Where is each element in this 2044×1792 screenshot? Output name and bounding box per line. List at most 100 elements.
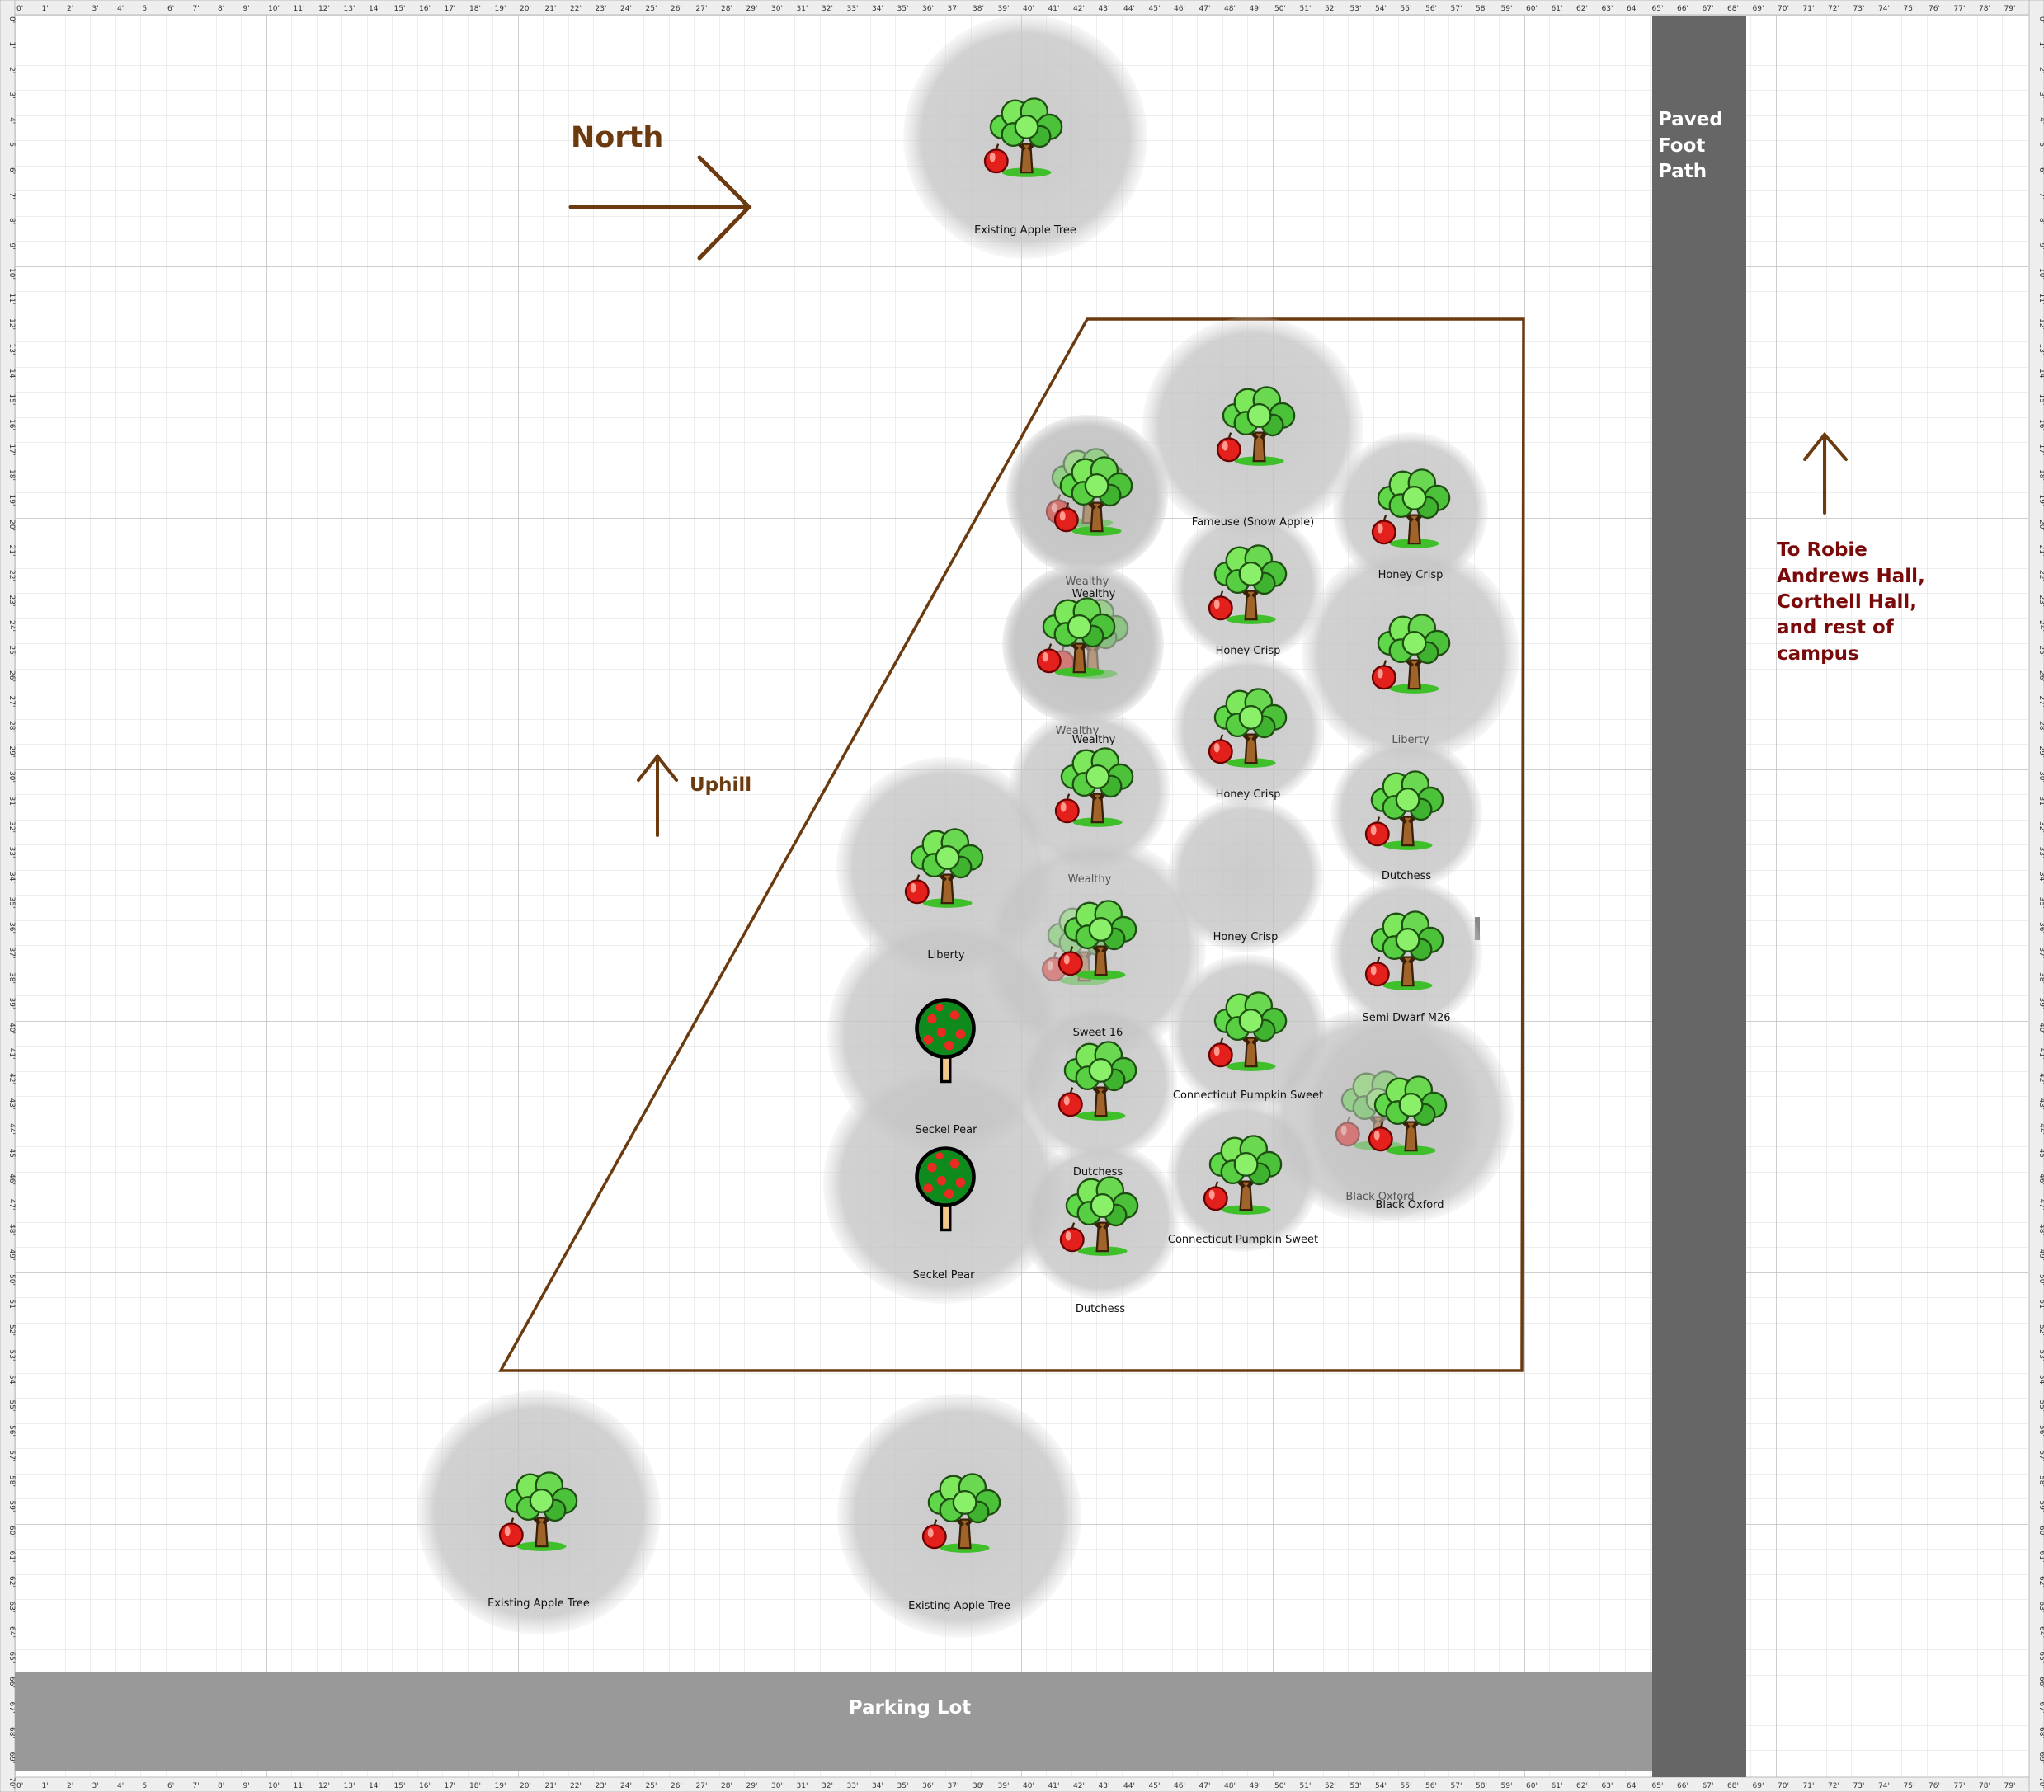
ruler-tick-label: 2' [7,67,16,73]
ruler-tick-label: 61' [1552,1782,1563,1790]
ruler-tick-label: 42' [2037,1073,2044,1084]
ruler-tick-label: 29' [746,5,758,13]
ruler-tick-label: 20' [520,5,531,13]
ruler-tick-label: 9' [2037,243,2044,250]
ruler-tick-label: 29' [746,1782,758,1790]
ruler-tick-label: 49' [1250,1782,1261,1790]
ruler-tick-label: 39' [998,5,1010,13]
ruler-tick-label: 67' [7,1702,16,1714]
tree-label: Connecticut Pumpkin Sweet [1173,1089,1323,1102]
ruler-tick-label: 75' [1904,1782,1915,1790]
ruler-tick-label: 12' [318,5,330,13]
tree-label: Black Oxford [1345,1191,1414,1203]
ruler-tick-label: 37' [948,5,959,13]
ruler-tick-label: 54' [1375,5,1387,13]
ruler-tick-label: 45' [1149,5,1161,13]
ruler-tick-label: 62' [1576,1782,1588,1790]
ruler-tick-label: 6' [167,5,174,13]
ruler-tick-label: 59' [2037,1501,2044,1512]
ruler-tick-label: 9' [243,5,250,13]
ruler-tick-label: 52' [1325,5,1336,13]
ruler-tick-label: 9' [243,1782,250,1790]
ruler-tick-label: 52' [1325,1782,1336,1790]
ruler-tick-label: 20' [520,1782,531,1790]
tree-label: Existing Apple Tree [487,1597,590,1610]
ruler-tick-label: 58' [1476,1782,1487,1790]
ruler-tick-label: 73' [1853,5,1865,13]
ruler-tick-label: 20' [7,520,16,531]
ruler-tick-label: 48' [1224,1782,1236,1790]
ruler-tick-label: 33' [2037,847,2044,858]
ruler-tick-label: 32' [2037,821,2044,833]
ruler-tick-label: 18' [2037,469,2044,481]
ruler-tick-label: 38' [973,5,984,13]
svg-text:campus: campus [1777,643,1859,665]
ruler-tick-label: 43' [1099,1782,1110,1790]
ruler-tick-label: 66' [1677,1782,1688,1790]
tree-canopy [1168,797,1323,952]
ruler-bottom: 0'1'2'3'4'5'6'7'8'9'10'11'12'13'14'15'16… [0,1776,2044,1792]
ruler-tick-label: 11' [7,294,16,305]
ruler-tick-label: 36' [2037,922,2044,934]
ruler-tick-label: 34' [872,1782,883,1790]
ruler-tick-label: 30' [2037,771,2044,783]
tree-label: Wealthy [1066,576,1109,588]
ruler-tick-label: 3' [92,1782,99,1790]
ruler-tick-label: 26' [7,670,16,682]
ruler-tick-label: 41' [7,1048,16,1060]
parking-lot-label: Parking Lot [849,1697,972,1719]
ruler-tick-label: 50' [7,1274,16,1286]
ruler-tick-label: 6' [167,1782,174,1790]
ruler-tick-label: 17' [7,444,16,456]
ruler-tick-label: 20' [2037,520,2044,531]
ruler-tick-label: 13' [2037,344,2044,355]
tree-label: Semi Dwarf M26 [1362,1012,1450,1024]
ruler-tick-label: 32' [7,821,16,833]
ruler-tick-label: 10' [7,268,16,280]
ruler-tick-label: 16' [7,419,16,430]
ruler-tick-label: 25' [2037,646,2044,657]
ruler-tick-label: 36' [922,5,934,13]
ruler-tick-label: 30' [771,1782,783,1790]
ruler-tick-label: 27' [696,1782,708,1790]
ruler-tick-label: 58' [1476,5,1487,13]
ruler-tick-label: 1' [2037,42,2044,49]
ruler-tick-label: 69' [1753,5,1764,13]
tree-label: Wealthy [1072,588,1116,600]
ruler-tick-label: 68' [7,1727,16,1738]
ruler-tick-label: 51' [1300,5,1312,13]
ruler-tick-label: 27' [2037,696,2044,708]
ruler-tick-label: 33' [847,5,859,13]
ruler-tick-label: 10' [268,5,280,13]
ruler-tick-label: 3' [7,92,16,99]
svg-text:Andrews Hall,: Andrews Hall, [1777,566,1925,587]
foot-path-label-3: Path [1658,161,1707,182]
ruler-tick-label: 62' [7,1576,16,1587]
ruler-tick-label: 57' [1451,1782,1462,1790]
ruler-tick-label: 68' [1727,5,1739,13]
ruler-tick-label: 75' [1904,5,1915,13]
ruler-tick-label: 55' [7,1400,16,1412]
ruler-tick-label: 2' [67,5,73,13]
tree-label: Liberty [927,949,965,962]
ruler-tick-label: 57' [2037,1451,2044,1462]
ruler-tick-label: 56' [7,1425,16,1437]
ruler-tick-label: 63' [1602,5,1613,13]
ruler-tick-label: 57' [1451,5,1462,13]
ruler-tick-label: 40' [7,1023,16,1034]
ruler-tick-label: 39' [2037,998,2044,1009]
ruler-tick-label: 70' [1778,5,1789,13]
ruler-tick-label: 2' [2037,67,2044,73]
foot-path-label-1: Paved [1658,109,1723,130]
ruler-tick-label: 7' [2037,193,2044,200]
ruler-tick-label: 43' [2037,1098,2044,1110]
ruler-tick-label: 67' [1703,1782,1714,1790]
ruler-tick-label: 42' [1073,1782,1085,1790]
ruler-tick-label: 58' [2037,1475,2044,1487]
ruler-tick-label: 51' [1300,1782,1312,1790]
north-arrow-icon [568,155,752,261]
ruler-tick-label: 35' [897,5,909,13]
ruler-tick-label: 16' [419,5,431,13]
ruler-tick-label: 79' [2004,5,2016,13]
